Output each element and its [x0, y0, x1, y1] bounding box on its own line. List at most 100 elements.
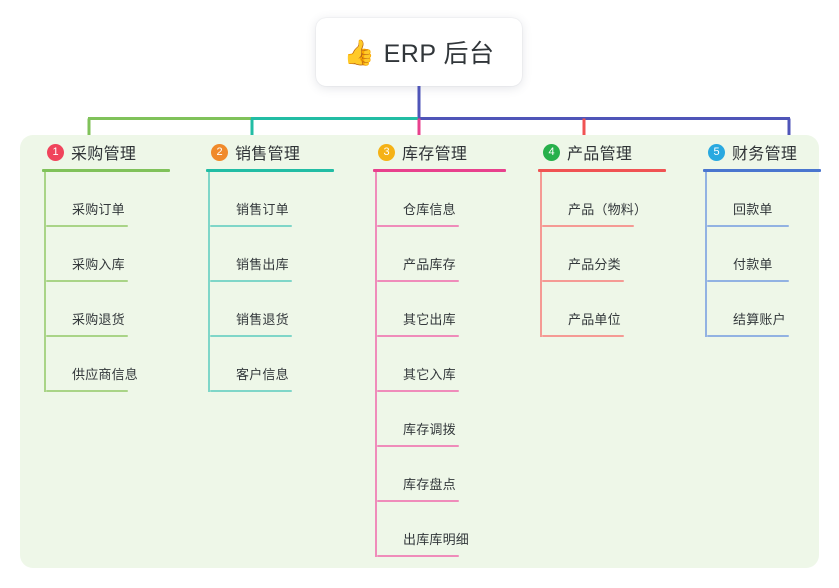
thumbs-up-icon: 👍: [343, 38, 375, 67]
leaf-underline: [707, 225, 789, 227]
leaf-label: 采购入库: [72, 257, 125, 272]
root-node-card[interactable]: 👍 ERP 后台: [316, 18, 522, 86]
leaf-item[interactable]: 回款单: [707, 172, 839, 227]
leaf-item[interactable]: 产品分类: [542, 227, 686, 282]
leaf-underline: [377, 555, 459, 557]
leaf-item[interactable]: 销售出库: [210, 227, 354, 282]
leaf-item[interactable]: 采购退货: [46, 282, 190, 337]
column-header-2[interactable]: 2 销售管理: [194, 135, 354, 169]
leaf-label: 供应商信息: [72, 367, 139, 382]
leaf-underline: [707, 280, 789, 282]
leaf-label: 产品单位: [568, 312, 621, 327]
column-badge-5: 5: [708, 143, 725, 161]
column-underline-5: [703, 169, 821, 172]
leaf-label: 回款单: [733, 202, 773, 217]
leaf-label: 采购退货: [72, 312, 125, 327]
column-badge-2: 2: [211, 143, 228, 161]
leaf-underline: [542, 335, 624, 337]
leaf-spine-5: [705, 172, 707, 337]
leaf-list-4: 产品（物料） 产品分类产品单位: [540, 172, 686, 337]
leaf-item[interactable]: 产品单位: [542, 282, 686, 337]
leaf-underline: [377, 335, 459, 337]
leaf-item[interactable]: 销售订单: [210, 172, 354, 227]
leaf-item[interactable]: 库存盘点: [377, 447, 526, 502]
leaf-underline: [377, 390, 459, 392]
leaf-label: 仓库信息: [403, 202, 456, 217]
leaf-label: 采购订单: [72, 202, 125, 217]
leaf-item[interactable]: 产品（物料）: [542, 172, 686, 227]
leaf-label: 出库库明细: [403, 532, 470, 547]
leaf-underline: [377, 225, 459, 227]
leaf-item[interactable]: 客户信息: [210, 337, 354, 392]
leaf-label: 产品分类: [568, 257, 621, 272]
column-container: 1 采购管理采购订单采购入库采购退货供应商信息 2 销售管理销售订单销售出库销售退货客…: [20, 135, 821, 568]
leaf-underline: [210, 280, 292, 282]
column-badge-3: 3: [378, 143, 395, 161]
leaf-underline: [46, 390, 128, 392]
column-4: 4 产品管理产品（物料） 产品分类产品单位: [526, 135, 686, 337]
leaf-list-3: 仓库信息产品库存其它出库其它入库库存调拨库存盘点出库库明细: [375, 172, 526, 557]
column-header-5[interactable]: 5 财务管理: [691, 135, 839, 169]
leaf-item[interactable]: 结算账户: [707, 282, 839, 337]
leaf-spine-3: [375, 172, 377, 557]
leaf-item[interactable]: 其它入库: [377, 337, 526, 392]
leaf-item[interactable]: 采购入库: [46, 227, 190, 282]
column-3: 3 库存管理仓库信息产品库存其它出库其它入库库存调拨库存盘点出库库明细: [361, 135, 526, 557]
leaf-item[interactable]: 供应商信息: [46, 337, 190, 392]
leaf-underline: [707, 335, 789, 337]
column-title-1: 采购管理: [71, 146, 137, 163]
leaf-label: 销售退货: [236, 312, 289, 327]
column-2: 2 销售管理销售订单销售出库销售退货客户信息: [194, 135, 354, 392]
column-badge-1: 1: [47, 143, 64, 161]
column-title-2: 销售管理: [235, 146, 301, 163]
column-1: 1 采购管理采购订单采购入库采购退货供应商信息: [30, 135, 190, 392]
column-title-4: 产品管理: [567, 146, 633, 163]
leaf-underline: [542, 225, 634, 227]
leaf-label: 客户信息: [236, 367, 289, 382]
column-header-1[interactable]: 1 采购管理: [30, 135, 190, 169]
leaf-list-1: 采购订单采购入库采购退货供应商信息: [44, 172, 190, 392]
leaf-underline: [377, 445, 459, 447]
column-header-4[interactable]: 4 产品管理: [526, 135, 686, 169]
leaf-underline: [210, 335, 292, 337]
leaf-item[interactable]: 仓库信息: [377, 172, 526, 227]
leaf-label: 产品库存: [403, 257, 456, 272]
column-title-3: 库存管理: [402, 146, 468, 163]
leaf-item[interactable]: 销售退货: [210, 282, 354, 337]
leaf-list-2: 销售订单销售出库销售退货客户信息: [208, 172, 354, 392]
column-header-3[interactable]: 3 库存管理: [361, 135, 526, 169]
leaf-label: 产品（物料）: [568, 202, 648, 217]
column-5: 5 财务管理回款单付款单结算账户: [691, 135, 839, 337]
root-title: ERP 后台: [383, 40, 495, 68]
leaf-item[interactable]: 其它出库: [377, 282, 526, 337]
leaf-label: 销售订单: [236, 202, 289, 217]
leaf-underline: [377, 280, 459, 282]
leaf-item[interactable]: 库存调拨: [377, 392, 526, 447]
leaf-underline: [46, 280, 128, 282]
leaf-item[interactable]: 产品库存: [377, 227, 526, 282]
column-badge-4: 4: [543, 143, 560, 161]
leaf-item[interactable]: 付款单: [707, 227, 839, 282]
leaf-label: 库存盘点: [403, 477, 456, 492]
leaf-label: 其它出库: [403, 312, 456, 327]
leaf-underline: [542, 280, 624, 282]
leaf-item[interactable]: 采购订单: [46, 172, 190, 227]
leaf-underline: [46, 335, 128, 337]
leaf-label: 销售出库: [236, 257, 289, 272]
leaf-label: 其它入库: [403, 367, 456, 382]
leaf-underline: [46, 225, 128, 227]
column-underline-4: [538, 169, 666, 172]
column-underline-2: [206, 169, 334, 172]
leaf-spine-2: [208, 172, 210, 392]
leaf-label: 付款单: [733, 257, 773, 272]
leaf-spine-1: [44, 172, 46, 392]
column-underline-1: [42, 169, 170, 172]
mindmap-panel: 1 采购管理采购订单采购入库采购退货供应商信息 2 销售管理销售订单销售出库销售退货客…: [20, 135, 821, 568]
leaf-underline: [210, 225, 292, 227]
leaf-spine-4: [540, 172, 542, 337]
leaf-underline: [210, 390, 292, 392]
leaf-label: 库存调拨: [403, 422, 456, 437]
leaf-item[interactable]: 出库库明细: [377, 502, 526, 557]
column-title-5: 财务管理: [732, 146, 798, 163]
leaf-label: 结算账户: [733, 312, 786, 327]
